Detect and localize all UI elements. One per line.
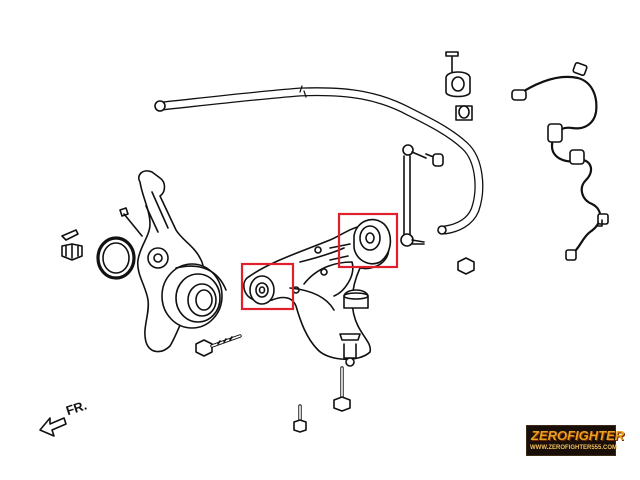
logo-url: WWW.ZEROFIGHTER555.COM: [530, 445, 617, 451]
castle-nut: [61, 243, 83, 261]
cotter-pin: [61, 229, 79, 241]
front-direction-arrow: [39, 417, 67, 437]
knuckle-bolt: [195, 334, 242, 357]
snap-ring: [96, 236, 136, 280]
sway-bar: [154, 85, 484, 235]
rear-bushing-highlight: [337, 212, 399, 269]
ball-joint: [339, 333, 361, 367]
nut: [457, 257, 475, 275]
front-bushing: [249, 275, 275, 305]
mount-bolt: [293, 404, 307, 433]
bump-stop: [343, 289, 369, 309]
wheel-hub: [161, 263, 227, 329]
stabilizer-link: [400, 144, 444, 247]
zerofighter-logo: ZEROFIGHTER WWW.ZEROFIGHTER555.COM: [526, 425, 624, 456]
abs-sensor-wire: [511, 62, 609, 261]
rear-bushing: [353, 218, 392, 265]
ball-joint-bolt: [333, 366, 351, 412]
front-bushing-highlight: [240, 262, 295, 311]
sway-bar-bracket: [445, 51, 473, 121]
logo-brand: ZEROFIGHTER: [531, 428, 625, 443]
lower-control-arm: [243, 224, 390, 361]
